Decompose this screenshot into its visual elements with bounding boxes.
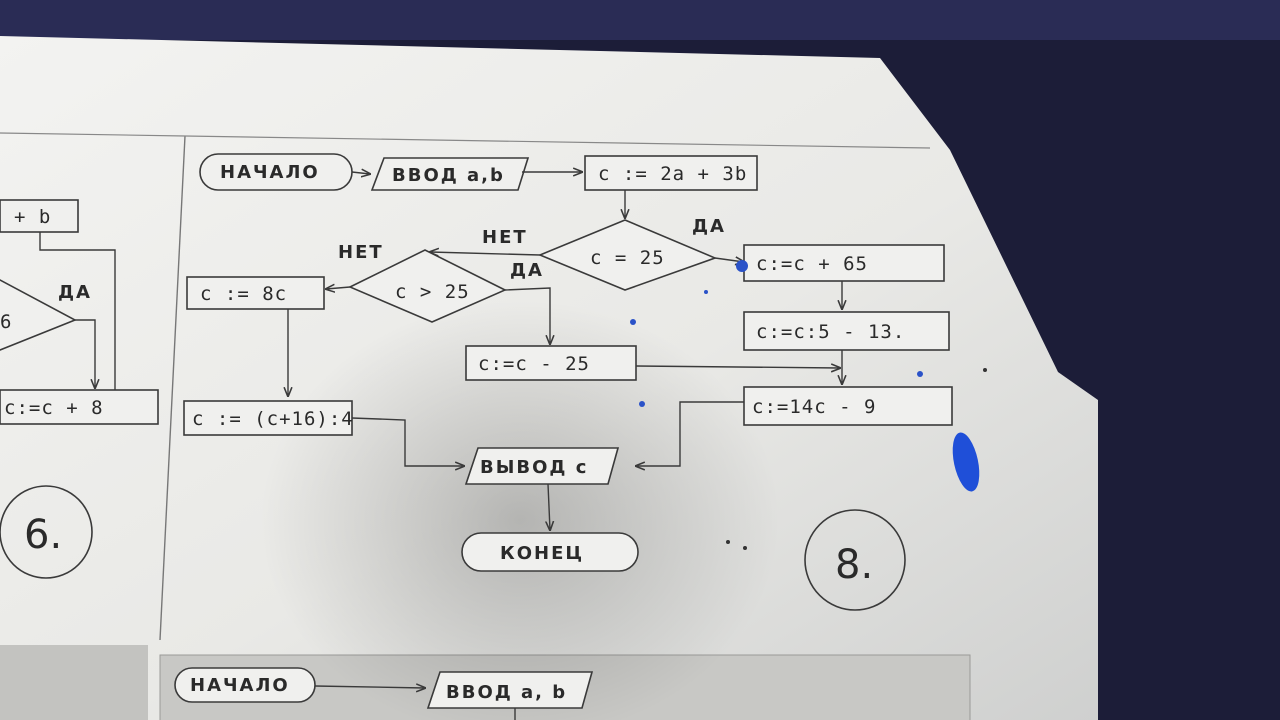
start-text: НАЧАЛО	[220, 162, 320, 183]
bottom-start-terminal	[174, 667, 316, 703]
wire-start-input	[351, 172, 370, 174]
left-number: 6.	[24, 512, 62, 558]
bottom-start-text: НАЧАЛО	[190, 675, 290, 696]
bottom-input-text: ВВОД a, b	[446, 682, 567, 703]
assign1-text: c := 2a + 3b	[598, 163, 747, 185]
wire-output-end	[548, 483, 550, 530]
assign-minus25-block	[465, 345, 637, 381]
assign-8c-block	[186, 276, 325, 310]
wire-cond2-no	[326, 287, 351, 289]
wire-cond2-yes	[504, 287, 550, 344]
left-diamond-text: 6	[0, 311, 12, 333]
assign-plus16-text: c := (c+16):4	[192, 408, 354, 430]
main-flowchart: НАЧАЛО ВВОД a,b c := 2a + 3b c = 25 ДА Н…	[183, 153, 953, 611]
assign-div5-text: c:=c:5 - 13.	[756, 321, 905, 343]
assign-14c-block	[743, 386, 953, 426]
cond1-yes-label: ДА	[692, 216, 726, 237]
input-text: ВВОД a,b	[392, 165, 505, 186]
left-box-top-text: + b	[14, 206, 51, 228]
assign1-block	[584, 155, 758, 191]
main-number-circle	[804, 509, 906, 611]
cond1-no-label: НЕТ	[482, 227, 528, 248]
bottom-input-block	[426, 671, 594, 709]
assign-div5-block	[743, 311, 950, 351]
panel-divider-left	[159, 135, 186, 641]
bottom-wire-start-input	[314, 686, 425, 688]
wire-minus25-merge	[635, 366, 840, 368]
cond2-no-label: НЕТ	[338, 242, 384, 263]
left-box-bottom	[0, 389, 159, 425]
assign-plus65-block	[743, 244, 945, 282]
left-flowchart-fragment: + b 6 ДА c:=c + 8 6.	[0, 199, 159, 579]
bottom-flowchart-fragment: НАЧАЛО ВВОД a, b	[174, 667, 594, 720]
left-yes-label: ДА	[58, 282, 92, 303]
cond2-text: c > 25	[395, 281, 470, 303]
lower-left-panel	[0, 645, 148, 720]
assign-minus25-text: c:=c - 25	[478, 353, 590, 375]
wire-14c-output	[636, 401, 744, 466]
panel-divider-top	[184, 135, 931, 149]
left-box-top	[0, 199, 79, 233]
wire-plus16-output	[351, 417, 464, 466]
output-block	[464, 447, 620, 485]
ink-stains	[630, 260, 987, 550]
end-terminal	[461, 532, 639, 572]
left-wire-2	[75, 319, 95, 388]
left-panel-top	[0, 132, 186, 137]
left-box-bottom-text: c:=c + 8	[4, 397, 104, 419]
end-text: КОНЕЦ	[500, 543, 584, 564]
left-wire-1	[39, 232, 116, 390]
hand-shadow	[260, 300, 780, 720]
background-top-band	[0, 0, 1280, 40]
assign-14c-text: c:=14c - 9	[752, 396, 876, 418]
main-number: 8.	[835, 542, 873, 588]
assign-8c-text: c := 8c	[200, 283, 287, 305]
wire-cond1-no	[430, 252, 541, 255]
cond2-yes-label: ДА	[510, 260, 544, 281]
assign-plus65-text: c:=c + 65	[756, 253, 868, 275]
cond1-text: c = 25	[590, 247, 665, 269]
output-text: ВЫВОД c	[480, 457, 588, 478]
input-block	[370, 157, 530, 191]
left-number-circle	[0, 485, 93, 579]
assign-plus16-block	[183, 400, 353, 436]
